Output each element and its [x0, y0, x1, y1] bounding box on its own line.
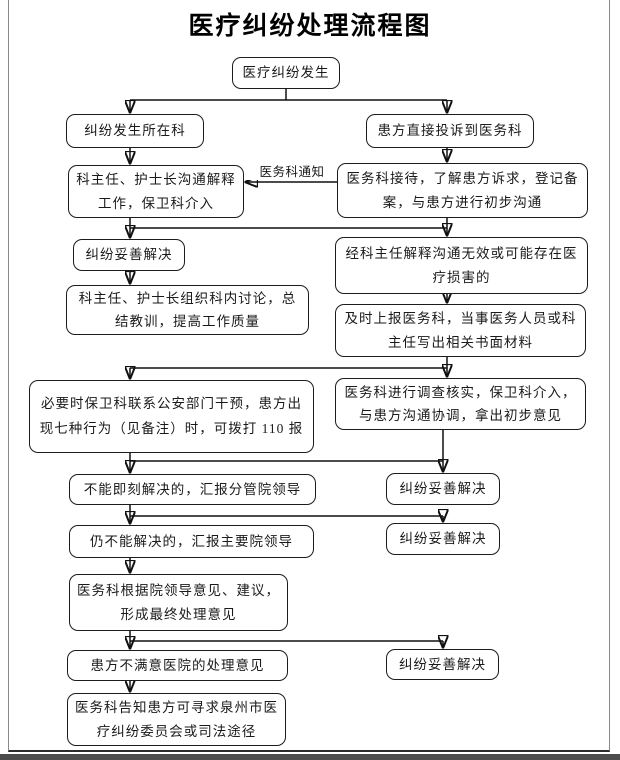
node-report-main-leader: 仍不能解决的，汇报主要院领导	[69, 525, 314, 558]
edge-label-notify: 医务科通知	[246, 161, 338, 180]
node-dispute-department: 纠纷发生所在科	[66, 114, 204, 148]
node-dept-head-communication: 科主任、护士长沟通解释工作，保卫科介入	[68, 165, 244, 218]
node-dispute-occurs: 医疗纠纷发生	[232, 57, 340, 89]
node-patient-dissatisfied: 患方不满意医院的处理意见	[67, 650, 288, 681]
node-dispute-resolved-4: 纠纷妥善解决	[386, 649, 499, 680]
page-border	[8, 0, 610, 752]
node-report-deputy-leader: 不能即刻解决的，汇报分管院领导	[69, 474, 316, 505]
node-internal-discussion: 科主任、护士长组织科内讨论，总结教训，提高工作质量	[66, 285, 309, 335]
page-title: 医疗纠纷处理流程图	[188, 13, 432, 40]
page-bottom-shadow	[0, 754, 620, 760]
node-medical-affairs-reception: 医务科接待，了解患方诉求，登记备案，与患方进行初步沟通	[337, 163, 588, 218]
node-dispute-resolved-2: 纠纷妥善解决	[386, 473, 500, 505]
node-investigation-verification: 医务科进行调查核实，保卫科介入，与患方沟通协调，拿出初步意见	[335, 378, 586, 430]
node-communication-ineffective: 经科主任解释沟通无效或可能存在医疗损害的	[335, 237, 588, 294]
node-dispute-resolved-1: 纠纷妥善解决	[73, 239, 185, 271]
node-direct-complaint: 患方直接投诉到医务科	[366, 114, 534, 148]
node-report-medical-affairs: 及时上报医务科，当事医务人员或科主任写出相关书面材料	[335, 304, 586, 357]
node-dispute-resolved-3: 纠纷妥善解决	[386, 523, 500, 555]
node-security-police-intervention: 必要时保卫科联系公安部门干预，患方出现七种行为（见备注）时，可拨打 110 报	[29, 380, 314, 453]
node-final-opinion: 医务科根据院领导意见、建议，形成最终处理意见	[69, 574, 288, 631]
node-judicial-channels: 医务科告知患方可寻求泉州市医疗纠纷委员会或司法途径	[67, 693, 286, 746]
